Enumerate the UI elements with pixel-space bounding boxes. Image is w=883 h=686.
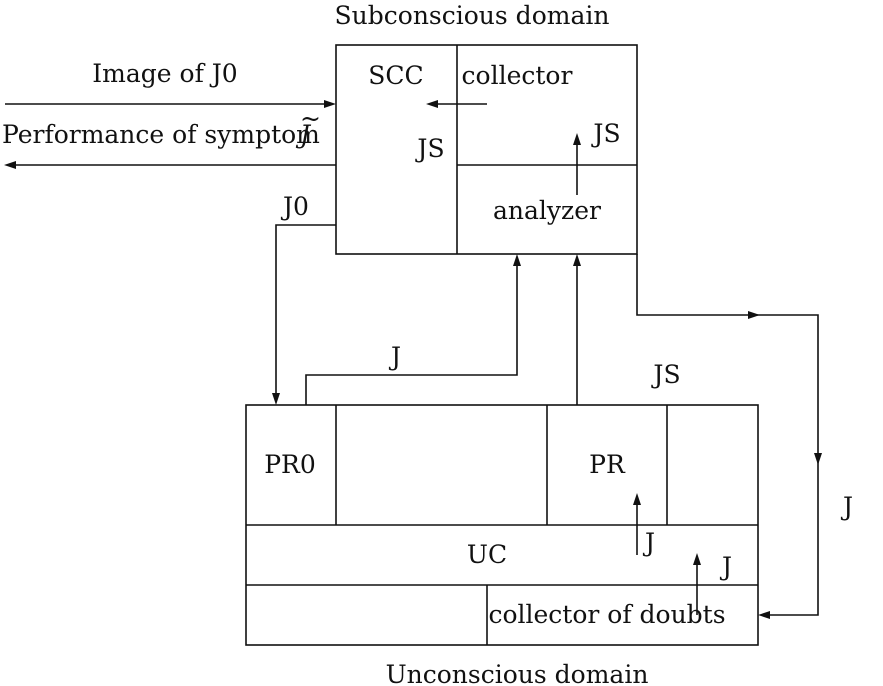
j0-feed-arrowhead [272, 393, 280, 405]
j-pr0-to-analyzer-arrowhead [513, 254, 521, 266]
right-loop-arrowhead-end [758, 611, 770, 619]
j-uc-to-pr-arrowhead [633, 493, 641, 505]
pr0-label: PR0 [264, 450, 316, 479]
analyzer-to-collector-arrowhead [573, 133, 581, 145]
j-top-label: J [388, 342, 401, 371]
performance-output-arrowhead [4, 161, 16, 169]
collector-label: collector [462, 61, 573, 90]
analyzer-label: analyzer [493, 196, 601, 225]
pr-label: PR [589, 450, 626, 479]
right-loop-line [636, 254, 819, 616]
js-collector-label: JS [590, 119, 620, 148]
js-mid-label: JS [650, 360, 680, 389]
unconscious-domain-label: Unconscious domain [386, 660, 649, 686]
subconscious-domain-label: Subconscious domain [335, 1, 610, 30]
j0-feed-line [275, 224, 336, 395]
uc-label: UC [467, 540, 507, 569]
js-scc-label: JS [414, 134, 444, 163]
j-pr0-to-analyzer-line [305, 264, 518, 405]
j-uc-label: J [719, 552, 732, 581]
image-of-j0-label: Image of J0 [92, 59, 237, 88]
j0-feed-label: J0 [280, 192, 309, 221]
collector-of-doubts-label: collector of doubts [488, 600, 725, 629]
right-loop-arrowhead-mid-top [748, 311, 760, 319]
performance-of-symptom-label: Performance of symptom [2, 120, 320, 149]
performance-symbol: J [295, 120, 312, 149]
js-to-analyzer-arrowhead [573, 254, 581, 266]
scc-label: SCC [368, 61, 423, 90]
image-input-arrowhead [324, 100, 336, 108]
j-right-label: J [840, 492, 853, 521]
j-doubts-to-uc-arrowhead [693, 553, 701, 565]
performance-tilde: ~ [300, 104, 321, 133]
scc-box [335, 44, 638, 255]
collector-to-scc-arrowhead [426, 100, 438, 108]
right-loop-arrowhead-mid-down [814, 453, 822, 465]
j-pr-label: J [642, 528, 655, 557]
